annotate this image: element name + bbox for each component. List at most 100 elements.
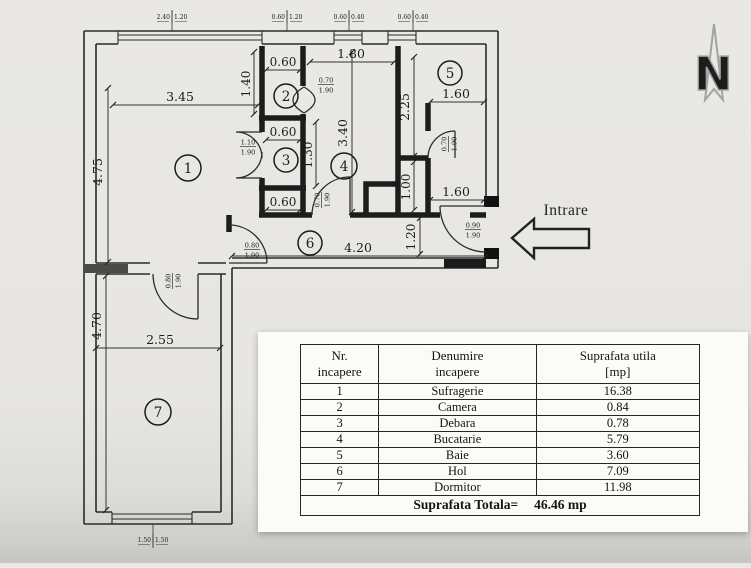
door-room3-double — [235, 131, 263, 179]
dim-1-60-b: 1.60 — [442, 184, 470, 199]
dim-1-60-a: 1.60 — [442, 86, 470, 101]
cell-nr: 2 — [299, 399, 380, 416]
areas-table: Nr. incapere Denumire incapere Suprafata… — [299, 344, 701, 516]
total-value: 46.46 mp — [534, 497, 587, 513]
room-circle-2 — [273, 83, 299, 109]
room-numbers: 1 2 3 4 5 6 7 — [144, 60, 463, 426]
room-number-6: 6 — [306, 236, 315, 252]
table-row: 2 Camera 0.84 — [299, 399, 701, 416]
north-letter: N — [694, 47, 733, 101]
cell-name: Hol — [378, 463, 537, 480]
table-row: 7 Dormitor 11.98 — [299, 479, 701, 496]
total-cell: Suprafata Totala= 46.46 mp — [300, 495, 700, 516]
room-circle-7 — [144, 398, 172, 426]
door-label-top: 1.10 — [241, 139, 255, 147]
cell-name: Dormitor — [378, 479, 537, 496]
door-label-top: 0.70 — [441, 137, 449, 151]
table-row: 6 Hol 7.09 — [299, 463, 701, 480]
header-denumire-line2: incapere — [435, 364, 480, 379]
window-label-left: 2.40 — [157, 14, 171, 21]
room-number-2: 2 — [282, 89, 291, 105]
window-label-right: 1.20 — [289, 14, 303, 21]
header-denumire: Denumire incapere — [378, 344, 537, 384]
table-row: 5 Baie 3.60 — [299, 447, 701, 464]
header-nr-line1: Nr. — [331, 348, 348, 364]
areas-table-paper: Nr. incapere Denumire incapere Suprafata… — [258, 332, 748, 532]
door-label-bottom: 1.90 — [324, 193, 332, 207]
total-label: Suprafata Totala= — [413, 497, 519, 513]
door-size-labels: 0.70 1.90 1.10 1.90 0.70 1.90 0.70 1.90 … — [165, 77, 481, 289]
door-label-top: 0.70 — [314, 193, 322, 207]
wall-fills — [84, 196, 499, 273]
window-label-right: 1.50 — [155, 537, 169, 544]
dim-1-80: 1.80 — [337, 46, 365, 61]
table-total-row: Suprafata Totala= 46.46 mp — [300, 495, 700, 516]
header-suprafata-line1: Suprafata utila — [579, 348, 656, 364]
room-circle-5 — [437, 60, 463, 86]
window-size-labels: 2.40 1.20 0.60 1.20 0.60 0.40 0.60 0.40 … — [138, 11, 429, 546]
cell-name: Bucatarie — [378, 431, 537, 448]
door-label-bottom: 1.90 — [319, 87, 333, 95]
window-label-left: 1.50 — [138, 537, 152, 544]
window-label-right: 0.40 — [351, 14, 365, 21]
room-number-3: 3 — [282, 153, 291, 169]
dim-2-25: 2.25 — [397, 93, 412, 121]
windows — [111, 31, 417, 524]
cell-name: Baie — [378, 447, 537, 464]
entrance-annotation: Intrare — [510, 202, 591, 261]
door-label-hol: 0.80 1.90 — [244, 242, 260, 260]
dim-4-20: 4.20 — [344, 240, 372, 255]
dim-3-40: 3.40 — [335, 119, 350, 147]
table-row: 1 Sufragerie 16.38 — [299, 383, 701, 400]
window-label-right: 0.40 — [415, 14, 429, 21]
door-label-bottom: 1.90 — [245, 252, 259, 260]
room-number-1: 1 — [184, 161, 193, 177]
dim-0-60-a: 0.60 — [270, 55, 297, 69]
door-room4 — [311, 176, 351, 216]
header-nr: Nr. incapere — [299, 344, 380, 384]
table-row: 4 Bucatarie 5.79 — [299, 431, 701, 448]
window-label-left: 0.60 — [334, 14, 348, 21]
door-label-bottom: 1.90 — [241, 149, 255, 157]
table-header-row: Nr. incapere Denumire incapere Suprafata… — [299, 344, 701, 384]
dim-4-75: 4.75 — [90, 158, 105, 186]
entrance-arrow-icon — [510, 216, 591, 261]
outer-walls — [83, 30, 499, 525]
door-label-top: 0.90 — [466, 222, 480, 230]
door-label-room2: 0.70 1.90 — [318, 77, 334, 95]
door-label-bath: 0.70 1.90 — [441, 136, 459, 152]
header-denumire-line1: Denumire — [431, 348, 484, 364]
door-label-bottom: 1.90 — [466, 232, 480, 240]
door-entrance — [439, 205, 487, 253]
room-circle-3 — [273, 147, 299, 173]
door-label-bottom: 1.90 — [451, 137, 459, 151]
window-label-left: 0.60 — [272, 14, 286, 21]
window-label-room2: 0.60 1.20 — [272, 11, 303, 23]
dim-2-55: 2.55 — [146, 332, 174, 347]
cell-name: Sufragerie — [378, 383, 537, 400]
north-arrow-icon: N — [693, 23, 733, 104]
window-label-room1: 2.40 1.20 — [157, 11, 188, 23]
room-circle-1 — [174, 154, 202, 182]
table-row: 3 Debara 0.78 — [299, 415, 701, 432]
cell-area: 0.84 — [535, 399, 701, 416]
cell-area: 3.60 — [535, 447, 701, 464]
dim-0-60-b: 0.60 — [270, 125, 297, 139]
dim-3-45: 3.45 — [166, 89, 194, 104]
cell-nr: 4 — [299, 431, 380, 448]
window-label-left: 0.60 — [398, 14, 412, 21]
window-label-right: 1.20 — [174, 14, 188, 21]
cell-area: 0.78 — [535, 415, 701, 432]
door-label-room7: 0.80 1.90 — [165, 273, 183, 289]
window-label-kitchen: 0.60 0.40 — [334, 11, 365, 23]
dim-1-00: 1.00 — [399, 174, 413, 201]
cell-nr: 7 — [299, 479, 380, 496]
room-number-5: 5 — [446, 66, 455, 82]
door-label-room4: 0.70 1.90 — [314, 192, 332, 208]
door-room2 — [292, 86, 316, 114]
dim-4-70: 4.70 — [89, 312, 104, 340]
dimension-labels: 3.45 4.75 1.40 0.60 1.80 0.60 0.60 1.30 … — [89, 46, 470, 347]
dim-1-20: 1.20 — [404, 224, 418, 251]
